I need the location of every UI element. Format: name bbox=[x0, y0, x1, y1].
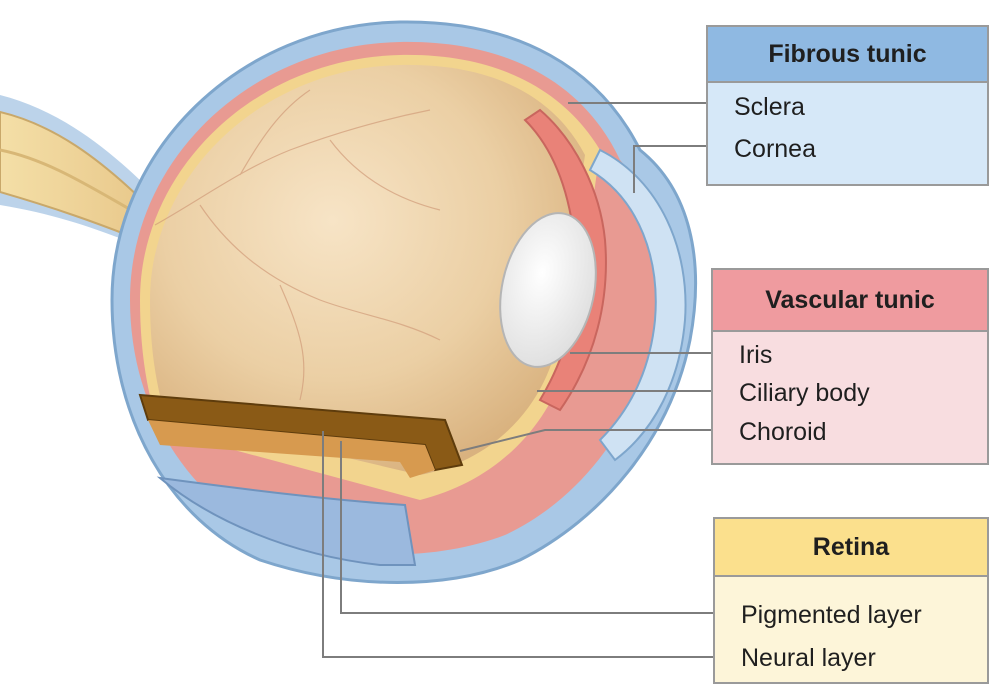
retina-title: Retina bbox=[715, 519, 987, 577]
ciliary-body-label: Ciliary body bbox=[739, 381, 870, 406]
pigmented-layer-label: Pigmented layer bbox=[741, 603, 922, 628]
neural-layer-label: Neural layer bbox=[741, 646, 876, 671]
fibrous-tunic-title: Fibrous tunic bbox=[708, 27, 987, 83]
sclera-label: Sclera bbox=[734, 95, 805, 120]
vascular-tunic-title: Vascular tunic bbox=[713, 270, 987, 332]
cornea-label: Cornea bbox=[734, 137, 816, 162]
retina-legend: Retina Pigmented layer Neural layer bbox=[713, 517, 989, 684]
fibrous-tunic-legend: Fibrous tunic Sclera Cornea bbox=[706, 25, 989, 186]
choroid-label: Choroid bbox=[739, 420, 827, 445]
vascular-tunic-legend: Vascular tunic Iris Ciliary body Choroid bbox=[711, 268, 989, 465]
iris-label: Iris bbox=[739, 343, 772, 368]
